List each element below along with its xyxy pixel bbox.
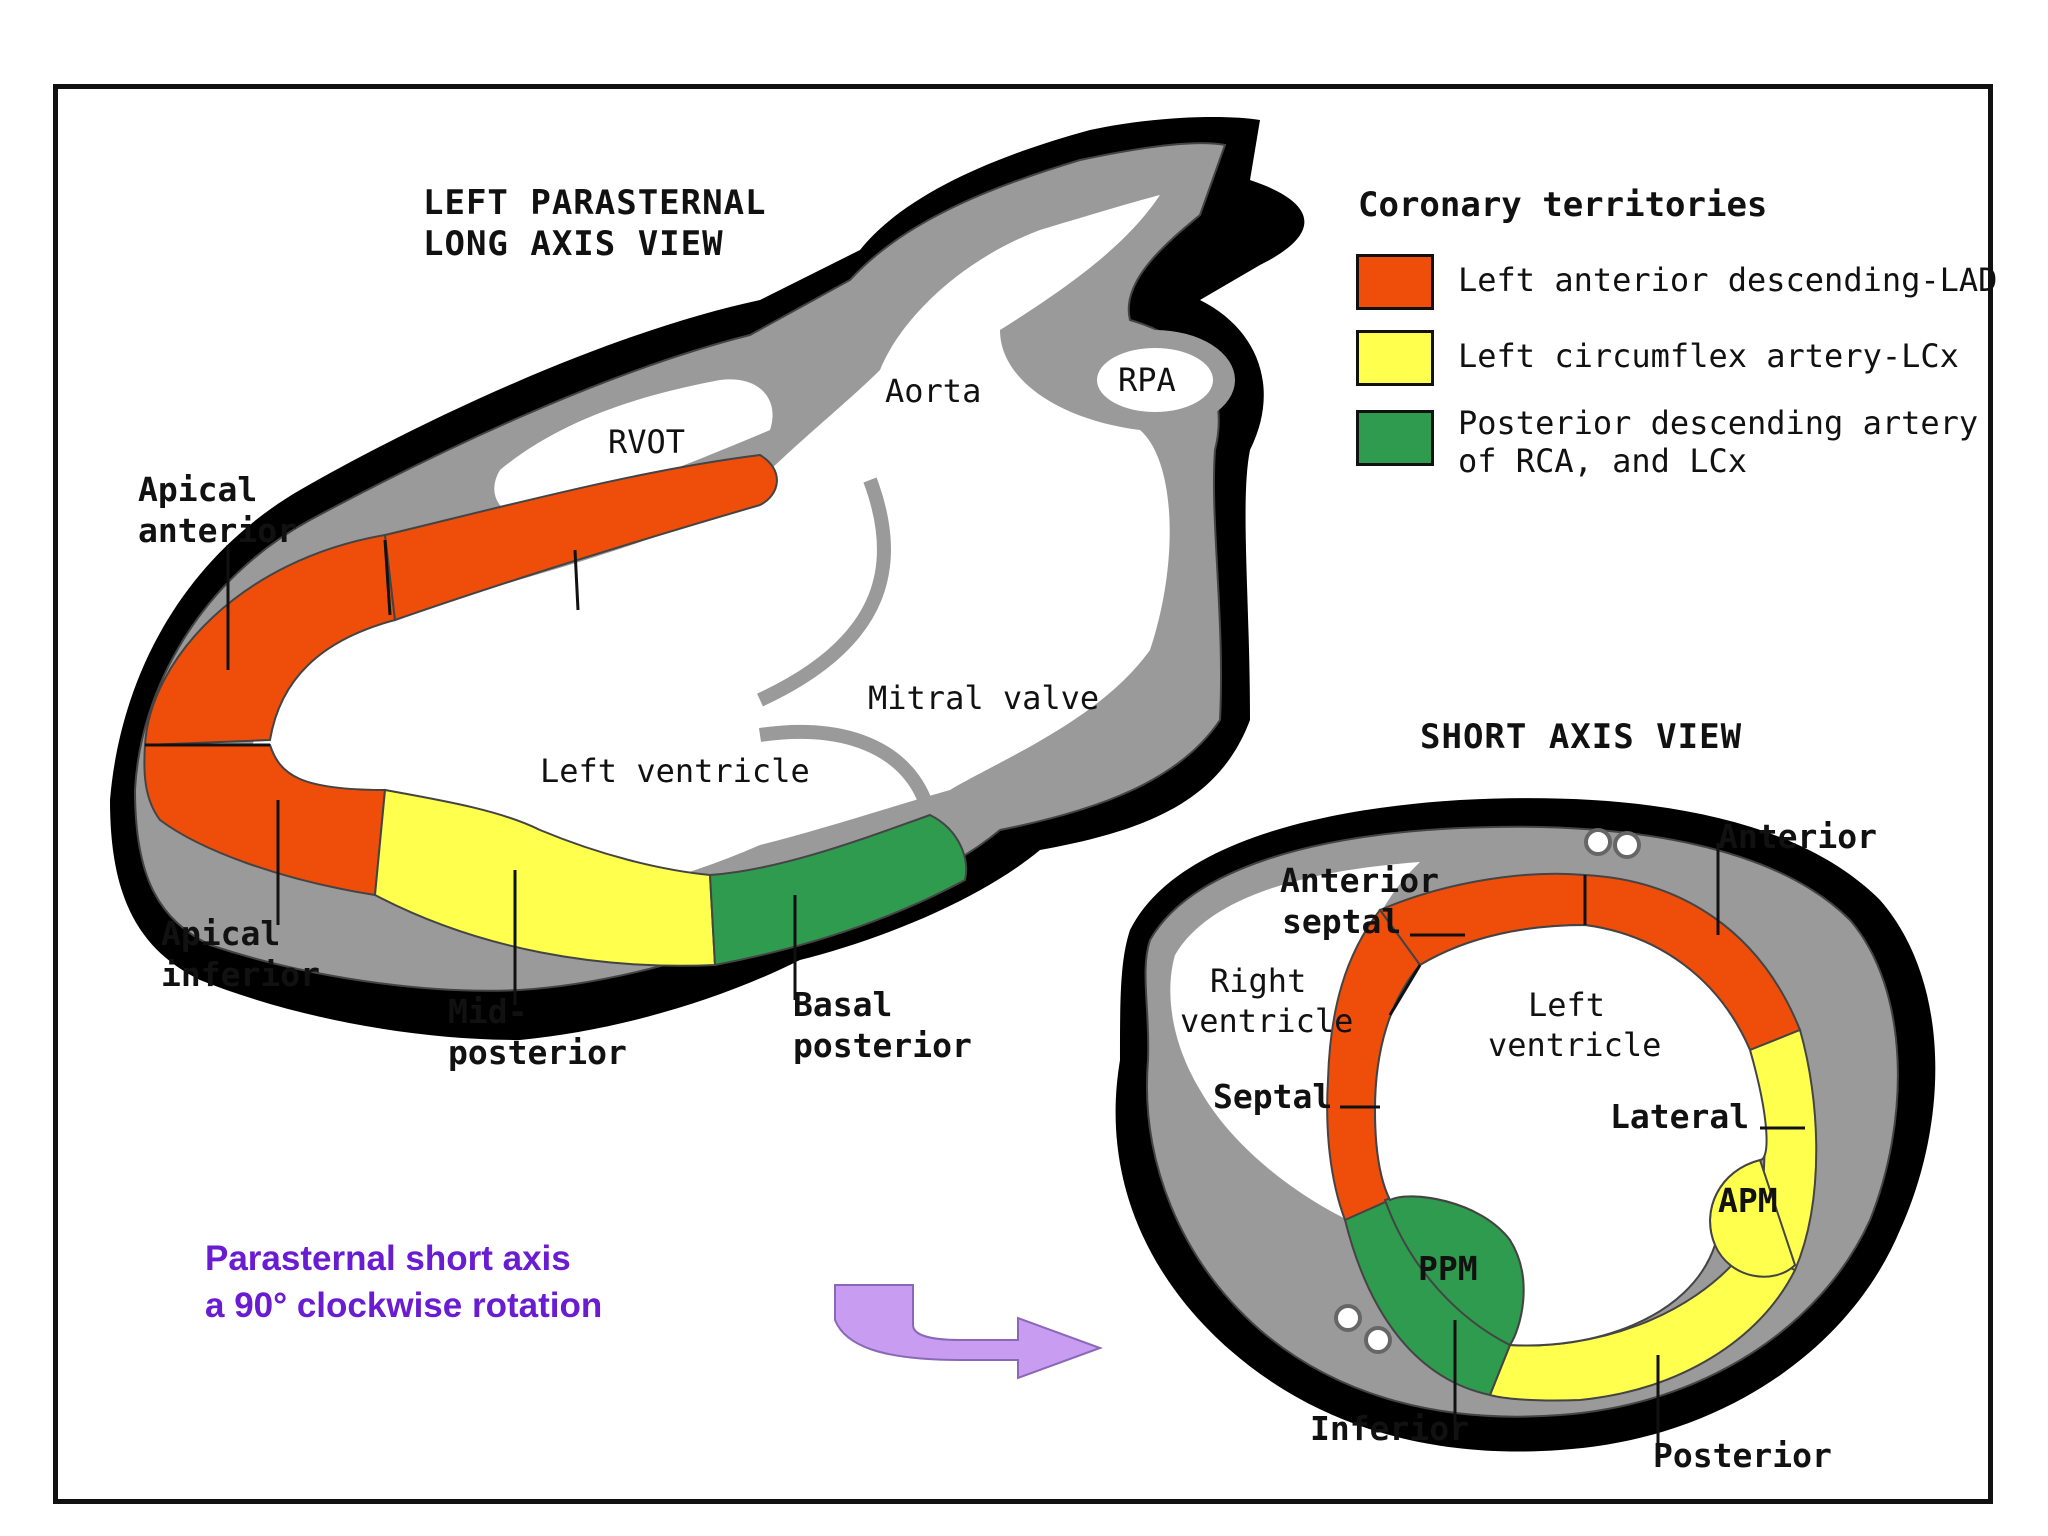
rotation-arrow (834, 1284, 1103, 1380)
rpa-lumen (1097, 348, 1213, 412)
legend-title: Coronary territories (1358, 185, 1768, 225)
mitral-leaflet-anterior (757, 477, 892, 707)
label-inferior: Inferior (1310, 1409, 1469, 1448)
label-anterior-septal-1: Anterior (1280, 861, 1439, 900)
label-right-ventricle-2: ventricle (1180, 1002, 1354, 1040)
label-basal-posterior-2: posterior (793, 1026, 972, 1065)
short-axis-title: SHORT AXIS VIEW (1420, 717, 1743, 757)
label-rpa: RPA (1118, 361, 1176, 399)
segment-posterior (1488, 1248, 1797, 1402)
label-mid-posterior-1: Mid- (448, 992, 528, 1031)
coronary-vessels (1334, 828, 1641, 1354)
short-axis-leader-lines (1340, 843, 1805, 1445)
legend-label-pda-2: of RCA, and LCx (1458, 442, 1747, 480)
label-left-ventricle-long: Left ventricle (540, 752, 810, 790)
label-right-ventricle-1: Right (1210, 962, 1307, 1000)
rotation-note-line1: Parasternal short axis (205, 1239, 571, 1278)
label-lateral: Lateral (1610, 1097, 1750, 1136)
figure-border (53, 84, 1993, 1504)
legend-swatch-pda (1356, 410, 1434, 466)
segment-apical-anterior (143, 533, 397, 747)
rvot-cavity (494, 379, 773, 520)
label-apical-inferior-2: inferior (161, 955, 320, 994)
legend-label-lad: Left anterior descending-LAD (1458, 261, 1998, 299)
label-anterior-septal-2: septal (1282, 902, 1402, 941)
label-left-ventricle-short-1: Left (1528, 986, 1606, 1024)
label-anterior: Anterior (1718, 817, 1877, 856)
long-axis-title-line2: LONG AXIS VIEW (423, 224, 724, 264)
legend-swatch-lad (1356, 254, 1434, 310)
legend-label-pda-1: Posterior descending artery (1458, 404, 1979, 442)
long-axis-cavity (250, 195, 1170, 906)
label-ppm: PPM (1418, 1249, 1478, 1288)
label-mid-posterior-2: posterior (448, 1033, 627, 1072)
label-mitral-valve: Mitral valve (868, 679, 1100, 717)
legend-swatch-lcx (1356, 330, 1434, 386)
short-axis-lv-cavity (1373, 923, 1768, 1347)
legend-label-lcx: Left circumflex artery-LCx (1458, 337, 1959, 375)
label-posterior: Posterior (1653, 1436, 1832, 1475)
label-rvot: RVOT (608, 423, 686, 461)
long-axis-leader-lines (145, 539, 797, 1005)
label-aorta: Aorta (885, 372, 982, 410)
label-basal-posterior-1: Basal (793, 985, 893, 1024)
segment-mid-anterior (383, 453, 778, 622)
segment-apical-inferior (143, 744, 387, 897)
long-axis-title-line1: LEFT PARASTERNAL (423, 183, 767, 223)
label-apm: APM (1718, 1181, 1778, 1220)
rotation-note-line2: a 90° clockwise rotation (205, 1286, 603, 1325)
segment-mid-posterior (373, 788, 717, 967)
label-apical-anterior-1: Apical (138, 470, 258, 509)
mitral-leaflet-posterior (758, 724, 937, 822)
segment-basal-posterior (708, 813, 968, 967)
label-apical-inferior-1: Apical (161, 914, 281, 953)
label-left-ventricle-short-2: ventricle (1488, 1026, 1662, 1064)
label-septal: Septal (1213, 1077, 1333, 1116)
label-apical-anterior-2: anterior (138, 511, 297, 550)
